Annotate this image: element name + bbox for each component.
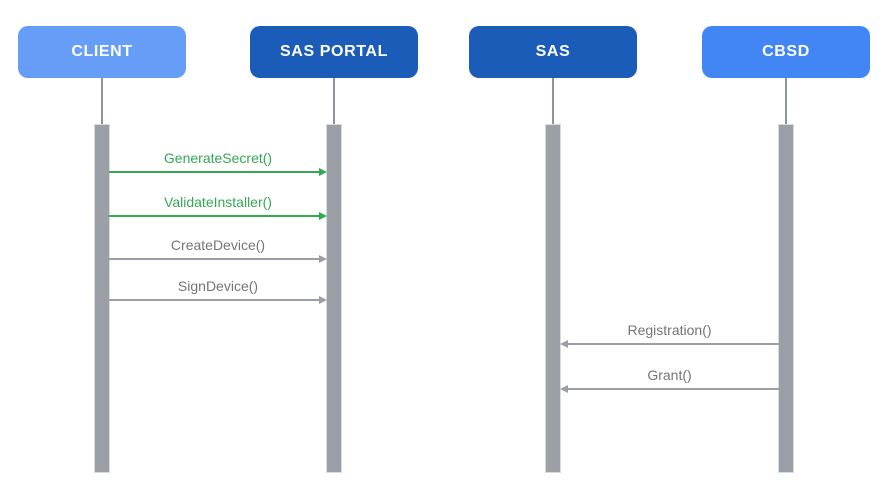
message-arrow-line xyxy=(109,258,320,260)
message-arrow-line xyxy=(567,388,779,390)
message-arrowhead xyxy=(560,385,568,393)
lifeline-sas xyxy=(552,78,554,125)
lifeline-sas-portal xyxy=(333,78,335,125)
lifeline-cbsd xyxy=(785,78,787,125)
message-label: Registration() xyxy=(627,322,712,338)
activation-bar-cbsd xyxy=(778,124,794,473)
lifeline-client xyxy=(101,78,103,125)
activation-bar-sas xyxy=(545,124,561,473)
actor-label: SAS PORTAL xyxy=(280,43,388,60)
actor-box-cbsd: CBSD xyxy=(702,26,870,78)
message-label: Grant() xyxy=(647,367,692,383)
message-arrowhead xyxy=(319,212,327,220)
actor-label: CBSD xyxy=(762,43,810,60)
message-arrow-line xyxy=(109,299,320,301)
message-arrow-line xyxy=(109,215,320,217)
activation-bar-client xyxy=(94,124,110,473)
message-arrowhead xyxy=(560,340,568,348)
message-arrowhead xyxy=(319,296,327,304)
message-arrowhead xyxy=(319,255,327,263)
message-label: CreateDevice() xyxy=(170,237,266,253)
message-label: SignDevice() xyxy=(177,278,259,294)
message-arrow-line xyxy=(567,343,779,345)
actor-label: SAS xyxy=(535,43,571,60)
message-arrow-line xyxy=(109,171,320,173)
message-label: GenerateSecret() xyxy=(163,150,273,166)
actor-label: CLIENT xyxy=(71,43,133,60)
message-arrowhead xyxy=(319,168,327,176)
actor-box-sas: SAS xyxy=(469,26,637,78)
activation-bar-sas-portal xyxy=(326,124,342,473)
actor-box-sas-portal: SAS PORTAL xyxy=(250,26,418,78)
actor-box-client: CLIENT xyxy=(18,26,186,78)
message-label: ValidateInstaller() xyxy=(164,194,272,210)
